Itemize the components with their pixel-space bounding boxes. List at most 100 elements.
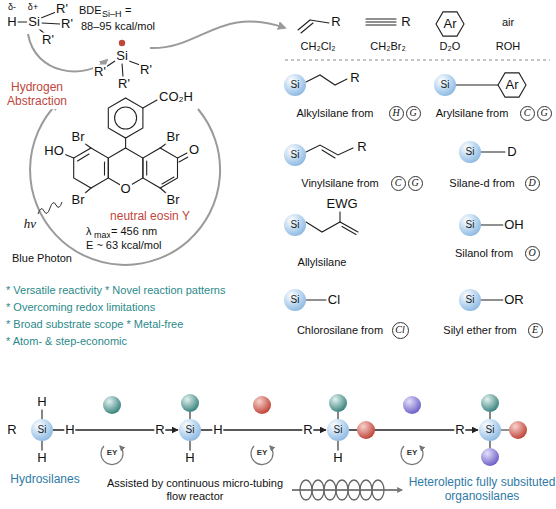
catalyst-label: EY [106,448,119,457]
atom-label: O [188,143,200,158]
product-name: Silanol from [454,247,514,260]
atom-label: Si [27,15,41,30]
atom-label: R [400,15,411,30]
product-name: Silyl ether from [442,324,517,337]
product-name: Alkylsilane from [295,107,374,120]
product-name: Arylsilane from [435,107,510,120]
atom-label: Br [166,130,181,145]
small-label: Si–H [101,9,123,19]
node-text: Si [466,220,475,230]
reagent-letter-circle: G [537,106,552,121]
atom-label: R' [41,33,55,48]
atom-label: Br [71,193,86,208]
node-text: Si [291,80,300,90]
node-text: Si [334,425,343,435]
node-text: Si [466,147,475,157]
atom-label: R [302,423,313,438]
node-text: Si [486,425,495,435]
note-text: D₂O [439,40,462,53]
catalyst-label: EY [256,448,269,457]
node-text: G [540,108,547,118]
atom-label: Br [166,193,181,208]
silicon-circle: Si [284,74,306,96]
node-text: H [392,108,399,118]
atom-label: R [356,140,367,155]
product-name: Allylsilane [297,256,348,269]
reagent-letter-circle: H [389,106,404,121]
silicon-circle: Si [284,289,306,311]
reagent-letter-circle: Cl [392,322,409,339]
atom-label: R' [60,17,74,32]
node-text: Si [38,425,47,435]
atom-label: Cl [327,293,341,308]
reagent-letter-circle: O [525,246,540,261]
note-text: 88–95 kcal/mol [80,20,156,33]
product-name: Vinylsilane from [300,177,379,190]
note-text: Blue Photon [11,252,73,265]
silicon-circle: Si [284,144,306,166]
atom-label: R' [117,77,131,92]
atom-label: R [6,423,17,438]
product-name: Chlorosilane from [296,324,384,337]
note-text: air [501,16,515,29]
node-text: Si [291,150,300,160]
node-text: C [395,178,402,188]
node-text: Si [291,295,300,305]
atom-label: R' [139,63,153,78]
atom-label: R [154,423,165,438]
note-text: = [124,4,132,17]
reagent-letter-circle: G [406,106,421,121]
node-text: Si [291,220,300,230]
reagent-letter-circle: E [528,323,543,338]
node-text: Si [186,425,195,435]
note-text: λ [85,225,93,238]
node-text: G [411,178,418,188]
silicon-circle: Si [459,214,481,236]
atom-label: H [36,395,47,410]
atom-label: H [332,451,343,466]
atom-label: H [6,15,17,30]
atom-label: R [330,15,341,30]
photon-symbol: hν [23,217,37,232]
node-text: Cl [395,325,404,335]
silicon-circle: Si [179,419,201,441]
product-name: Silane-d from [448,177,515,190]
atom-label: D [506,145,517,160]
atom-label: CO₂H [158,90,194,105]
node-text: Si [466,295,475,305]
node-text: D [528,178,535,188]
note-text: CH₂Br₂ [369,40,406,53]
atom-label: H [64,423,75,438]
atom-label: H [212,423,223,438]
catalyst-label: EY [406,448,419,457]
atom-label: H [36,451,47,466]
reagent-letter-circle: C [520,106,535,121]
note-text: E ~ 63 kcal/mol [85,239,163,252]
note-text: BDE [78,4,103,17]
silicon-circle: Si [479,419,501,441]
atom-label: O [120,182,132,197]
reagent-letter-circle: D [525,176,540,191]
red-caption: neutral eosin Y [109,210,191,224]
atom-label: Ar [443,17,458,32]
atom-label: Ar [505,78,520,93]
blue-caption: Heteroleptic fully subsituted organosila… [406,476,556,504]
atom-label: H [184,451,195,466]
atom-label: Br [71,130,86,145]
silicon-circle: Si [459,141,481,163]
note-text: Assisted by continuous micro-tubing flow… [99,477,291,502]
atom-label: HO [43,144,65,159]
atom-label: R' [93,65,107,80]
silicon-circle: Si [31,419,53,441]
bullet-text: * Overcoming redox limitations [5,301,156,314]
node-text: O [528,248,535,258]
reagent-letter-circle: C [391,176,406,191]
atom-label: Si [115,49,129,64]
note-text: CH₂Cl₂ [300,40,337,53]
node-text: G [409,108,416,118]
atom-label: R [454,423,465,438]
small-label: δ+ [27,2,39,12]
atom-label: R [349,71,360,86]
silicon-circle: Si [327,419,349,441]
atom-label: OR [503,293,525,308]
